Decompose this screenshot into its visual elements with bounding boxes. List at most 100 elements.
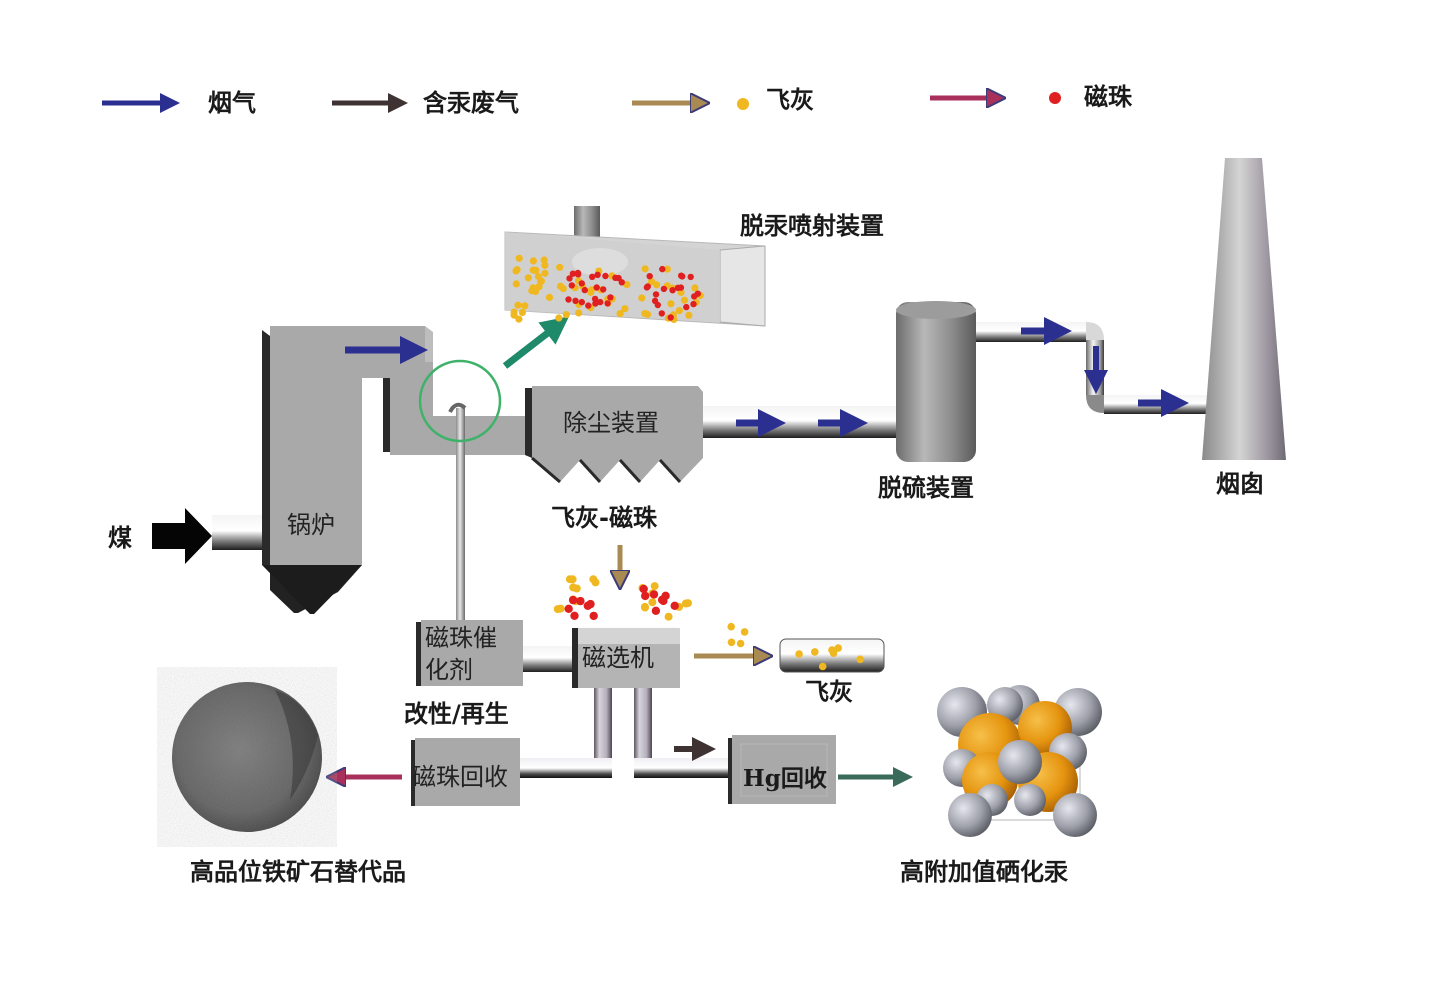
fly-ash-particle bbox=[556, 263, 564, 271]
bead-particle bbox=[574, 269, 582, 277]
bead-particle bbox=[568, 595, 578, 605]
bead-particle bbox=[658, 310, 665, 317]
fly-ash-particle bbox=[727, 638, 736, 647]
bead-particle bbox=[602, 272, 609, 280]
hgse-product-label: 高附加值硒化汞 bbox=[900, 858, 1069, 886]
fly-ash-particle bbox=[740, 628, 749, 636]
legend-item-flue-gas: 烟气 bbox=[102, 89, 256, 117]
fly-ash-particle bbox=[518, 308, 527, 317]
bead-particle bbox=[687, 273, 694, 281]
fly-ash-output-particles bbox=[727, 622, 749, 648]
injection-particles bbox=[510, 254, 704, 323]
bead-particle bbox=[669, 287, 676, 294]
magnetic-separator-label: 磁选机 bbox=[582, 644, 654, 672]
desulfurization-tower: 脱硫装置 bbox=[878, 301, 976, 502]
bead-particle bbox=[570, 611, 579, 620]
fly-ash-particle bbox=[691, 284, 699, 292]
bead-particle bbox=[592, 300, 599, 307]
flue-pipe-2 bbox=[976, 317, 1210, 417]
fly-ash-particle bbox=[524, 274, 532, 282]
fly-ash-particle bbox=[540, 256, 548, 264]
modify-regenerate-label: 改性/再生 bbox=[404, 700, 509, 728]
iron-ore-substitute-label: 高品位铁矿石替代品 bbox=[190, 858, 406, 886]
injection-pipe bbox=[448, 402, 467, 630]
bead-particle bbox=[690, 300, 697, 308]
mercury-atom bbox=[1053, 793, 1097, 837]
bead-particle bbox=[607, 294, 614, 301]
legend-label: 烟气 bbox=[208, 89, 256, 117]
flue-pipe-1 bbox=[703, 406, 903, 438]
fly-ash-particle bbox=[736, 639, 745, 648]
bead-particle bbox=[589, 273, 596, 280]
fly-ash-particle bbox=[512, 280, 520, 288]
fly-ash-particle bbox=[541, 261, 549, 269]
fly-ash-particle bbox=[541, 269, 549, 277]
legend-item-hg-exhaust: 含汞废气 bbox=[332, 89, 519, 117]
bead-particle bbox=[643, 284, 651, 291]
bead-particle bbox=[594, 271, 601, 278]
bead-particle bbox=[641, 591, 650, 601]
fly-ash-particle bbox=[856, 655, 864, 664]
legend-label: 含汞废气 bbox=[423, 89, 519, 117]
fly-ash-particle bbox=[530, 266, 539, 274]
iron-ore-powder-image: 高品位铁矿石替代品 bbox=[172, 682, 406, 886]
mercury-atom bbox=[948, 793, 992, 837]
fly-ash-particle bbox=[535, 283, 543, 291]
bead-particle bbox=[654, 301, 661, 309]
catalyst-to-separator-pipe bbox=[523, 646, 573, 672]
bead-particle bbox=[661, 591, 670, 600]
bead-particle bbox=[652, 291, 660, 298]
bead-catalyst-label-line2: 化剂 bbox=[425, 656, 473, 684]
dust-collector-label: 除尘装置 bbox=[563, 409, 659, 437]
fly-ash-particle bbox=[650, 582, 659, 591]
fly-ash-particle bbox=[675, 307, 684, 315]
fly-ash-particle bbox=[515, 254, 523, 262]
bead-particle bbox=[667, 314, 674, 321]
fly-ash-particle bbox=[623, 281, 631, 289]
fly-ash-particle bbox=[648, 598, 657, 607]
bead-particle bbox=[565, 296, 572, 303]
bead-particle bbox=[566, 275, 573, 282]
injection-zoom-arrow-icon bbox=[502, 316, 570, 369]
legend-item-magnetic-bead: 磁珠 bbox=[930, 83, 1133, 111]
fly-ash-particle bbox=[811, 648, 819, 656]
fly-ash-output-label: 飞灰 bbox=[805, 678, 853, 706]
bead-particle bbox=[578, 280, 585, 287]
bead-particle bbox=[569, 270, 577, 277]
fly-ash-particle bbox=[667, 300, 675, 308]
fly-ash-particle bbox=[795, 650, 803, 658]
bead-particle bbox=[586, 599, 595, 609]
fly-ash-particle bbox=[621, 305, 629, 313]
fly-ash-particle bbox=[648, 278, 656, 286]
coal-feed-pipe bbox=[212, 515, 264, 550]
bead-dot-icon bbox=[1049, 92, 1061, 104]
bead-particle bbox=[576, 596, 585, 606]
coal-arrow-icon bbox=[152, 508, 212, 564]
legend-label: 飞灰 bbox=[766, 86, 814, 114]
fly-ash-particle bbox=[569, 583, 578, 592]
fly-ash-particle bbox=[545, 293, 554, 301]
bead-particle bbox=[670, 601, 679, 610]
fly-ash-bead-label: 飞灰-磁珠 bbox=[551, 504, 658, 532]
chimney: 烟囱 bbox=[1202, 158, 1286, 498]
desulfurization-label: 脱硫装置 bbox=[878, 474, 974, 502]
bead-recovery-box: 磁珠回收 bbox=[411, 738, 520, 806]
bead-particle bbox=[581, 286, 588, 294]
bead-particle bbox=[649, 590, 659, 599]
mercury-atom bbox=[1014, 784, 1046, 816]
bead-particle bbox=[589, 611, 598, 621]
fly-ash-particle bbox=[510, 311, 518, 319]
magnetic-separator: 磁选机 bbox=[572, 626, 680, 688]
legend-item-fly-ash: 飞灰 bbox=[632, 86, 814, 114]
bead-particle bbox=[578, 298, 585, 306]
bead-particle bbox=[646, 273, 653, 280]
bead-particle bbox=[679, 273, 686, 280]
bead-particle bbox=[593, 284, 600, 291]
coal-input: 煤 bbox=[108, 508, 264, 564]
fly-ash-particle bbox=[638, 294, 646, 302]
fly-ash-particle bbox=[829, 649, 838, 657]
fly-ash-particle bbox=[575, 309, 583, 317]
bead-particle bbox=[674, 284, 682, 291]
fly-ash-particle bbox=[663, 265, 671, 273]
bead-particle bbox=[604, 300, 611, 307]
